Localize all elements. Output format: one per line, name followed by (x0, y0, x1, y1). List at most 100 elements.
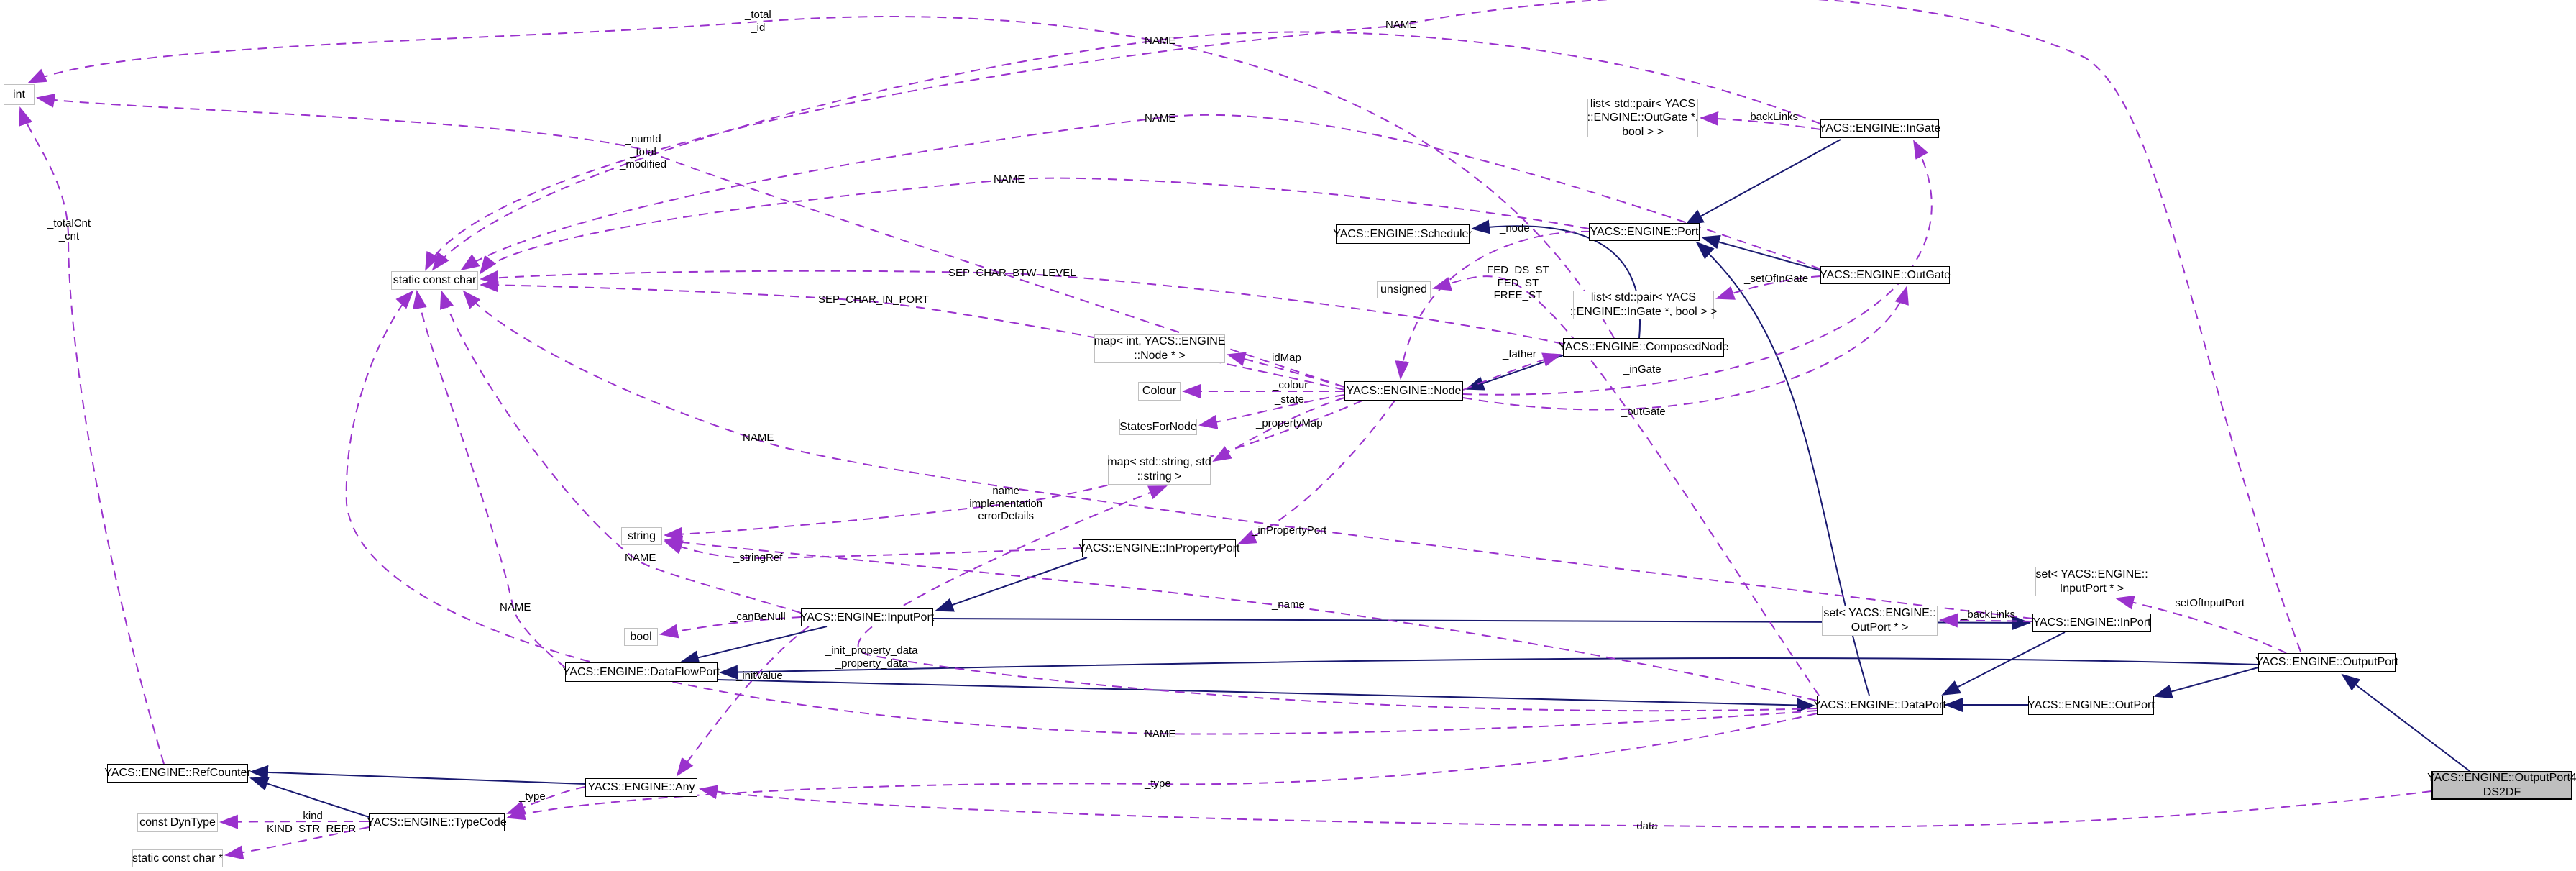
edge-label: _initValue (736, 670, 783, 682)
node-refcounter[interactable]: YACS::ENGINE::RefCounter (104, 764, 251, 783)
edge-label: FED_DS_ST FED_ST FREE_ST (1487, 264, 1549, 302)
edge-label: _propertyMap (1256, 417, 1323, 429)
node-map-int-node: map< int, YACS::ENGINE::Node * > (1094, 334, 1226, 363)
edge-assoc-node-int-numid (36, 93, 1345, 388)
edge-assoc-composednode-int-total-id (27, 16, 1615, 339)
node-any[interactable]: YACS::ENGINE::Any (585, 778, 697, 797)
edge-assoc-typecode-dyntype-kind (219, 814, 370, 829)
edge-label: idMap (1272, 352, 1301, 364)
edge-inherit-outputport-outport (2153, 667, 2259, 699)
edge-label: _inPropertyPort (1252, 524, 1327, 537)
node-outgate[interactable]: YACS::ENGINE::OutGate (1820, 266, 1951, 284)
edge-label: NAME (1145, 728, 1176, 740)
edge-inherit-inpropertyport-inputport (935, 557, 1088, 612)
edge-assoc-dataport-mapstring-initpropertydata (857, 485, 1818, 712)
edge-assoc-typecode-staticconstcharptr-kindstrrepr (224, 826, 370, 860)
node-label-line: YACS::ENGINE::DataPort (1813, 698, 1946, 711)
node-label-line: YACS::ENGINE::InPort (2032, 616, 2151, 629)
edge-assoc-ingate-staticconstchar-name (431, 31, 1821, 271)
node-dataflowport[interactable]: YACS::ENGINE::DataFlowPort (562, 662, 720, 682)
node-const-dyntype: const DynType (137, 813, 218, 832)
node-label-line: YACS::ENGINE::RefCounter (104, 767, 251, 780)
edge-label: _totalCnt _cnt (47, 217, 91, 242)
node-label-line: Colour (1142, 385, 1177, 398)
node-label-line: StatesForNode (1119, 420, 1197, 433)
edge-assoc-dataport-typecode-type (506, 713, 1818, 821)
edge-label: NAME (1145, 112, 1176, 124)
edge-assoc-node-inpropertyport-inpropertyport (1237, 400, 1395, 544)
node-label-line: YACS::ENGINE::DataFlowPort (562, 665, 720, 678)
edge-assoc-inport-setoutport-backlinks (1939, 613, 2033, 628)
node-static-const-char-ptr: static const char * (132, 849, 223, 867)
node-static-const-char: static const char (391, 271, 478, 290)
node-label-line: ::Node * > (1134, 350, 1186, 362)
node-label-line: YACS::ENGINE::InGate (1818, 122, 1941, 135)
node-dataport[interactable]: YACS::ENGINE::DataPort (1813, 696, 1946, 715)
node-inport[interactable]: YACS::ENGINE::InPort (2032, 614, 2151, 632)
edge-label: _type (1145, 777, 1171, 790)
edge-label: NAME (1385, 19, 1417, 31)
edge-assoc-dataport-staticconstchar-name (345, 290, 1818, 735)
edge-label: _inGate (1623, 363, 1661, 375)
node-label-line: bool > > (1622, 125, 1664, 138)
node-label-line: YACS::ENGINE::Node (1346, 384, 1462, 397)
edge-assoc-composednode-staticconstchar-sepcharbtwlevel (480, 270, 1564, 345)
edge-label: _setOfInGate (1744, 273, 1809, 285)
node-label-line: YACS::ENGINE::InputPort (799, 611, 935, 624)
node-label-line: set< YACS::ENGINE:: (2035, 567, 2148, 580)
node-label-line: YACS::ENGINE::Port (1590, 225, 1699, 238)
node-label-line: YACS::ENGINE::OutPort (2027, 698, 2155, 711)
edge-label: NAME (625, 552, 656, 564)
edge-label: NAME (1145, 35, 1176, 47)
node-unsigned: unsigned (1377, 281, 1431, 298)
edge-assoc-node-mapstring-propertymap (1212, 397, 1345, 462)
node-label-line: map< int, YACS::ENGINE (1094, 335, 1226, 348)
edge-inherit-outputport4ds2df-outputport (2341, 673, 2470, 772)
node-label-line: ::ENGINE::OutGate *, (1587, 111, 1699, 124)
edge-label: _name (1272, 598, 1305, 611)
edge-inherit-inport-dataport (1941, 631, 2066, 696)
edge-assoc-any-typecode-type (506, 786, 586, 815)
edge-label: _state (1275, 393, 1304, 406)
node-typecode[interactable]: YACS::ENGINE::TypeCode (367, 813, 507, 831)
node-scheduler[interactable]: YACS::ENGINE::Scheduler (1333, 224, 1472, 244)
node-bool: bool (624, 628, 658, 646)
node-label-line: string (627, 529, 656, 542)
node-port[interactable]: YACS::ENGINE::Port (1589, 223, 1700, 241)
node-map-string-string: map< std::string, std::string > (1107, 455, 1211, 485)
node-ingate[interactable]: YACS::ENGINE::InGate (1818, 119, 1941, 138)
edge-assoc-outputport-staticconstchar-name (425, 0, 2301, 652)
edge-assoc-node-outgate-outgate (1462, 286, 1909, 411)
node-outport[interactable]: YACS::ENGINE::OutPort (2027, 696, 2155, 715)
edge-label: _node (1500, 222, 1530, 234)
edge-assoc-outgate-staticconstchar-name (460, 114, 1821, 271)
node-label-line: bool (630, 630, 652, 643)
edge-inherit-inputport-dataflowport (680, 626, 828, 665)
node-label-line: YACS::ENGINE::Any (587, 781, 695, 794)
node-node[interactable]: YACS::ENGINE::Node (1344, 381, 1463, 401)
edge-inherit-dataflowport-dataport (717, 679, 1815, 713)
edge-assoc-inputport-staticconstchar-name (439, 290, 802, 614)
node-inpropertyport[interactable]: YACS::ENGINE::InPropertyPort (1078, 539, 1239, 557)
node-label-line: static const char (393, 274, 477, 287)
edge-label: _father (1503, 348, 1536, 360)
node-inputport[interactable]: YACS::ENGINE::InputPort (799, 608, 935, 626)
node-label-line: static const char * (132, 852, 224, 865)
edge-label: _kind (297, 810, 323, 822)
node-label-line: YACS::ENGINE::OutGate (1820, 268, 1951, 281)
edge-label: _total _id (745, 9, 771, 34)
node-composednode[interactable]: YACS::ENGINE::ComposedNode (1558, 338, 1729, 357)
node-label-line: list< std::pair< YACS (1590, 97, 1696, 110)
edge-label: SEP_CHAR_BTW_LEVEL (948, 267, 1076, 279)
edge-assoc-node-composednode-father (1462, 352, 1562, 391)
edge-assoc-inpropertyport-string-stringref (664, 540, 1083, 560)
node-list-pair-outgate: list< std::pair< YACS::ENGINE::OutGate *… (1587, 97, 1699, 138)
edge-label: _init_property_data _property_data (825, 644, 918, 670)
edge-label: _canBeNull (730, 611, 786, 623)
edge-assoc-node-ingate-ingate (1462, 140, 1933, 396)
node-outputport[interactable]: YACS::ENGINE::OutputPort (2255, 653, 2398, 672)
edge-inherit-typecode-refcounter (249, 777, 370, 818)
node-set-outport: set< YACS::ENGINE::OutPort * > (1822, 606, 1938, 636)
